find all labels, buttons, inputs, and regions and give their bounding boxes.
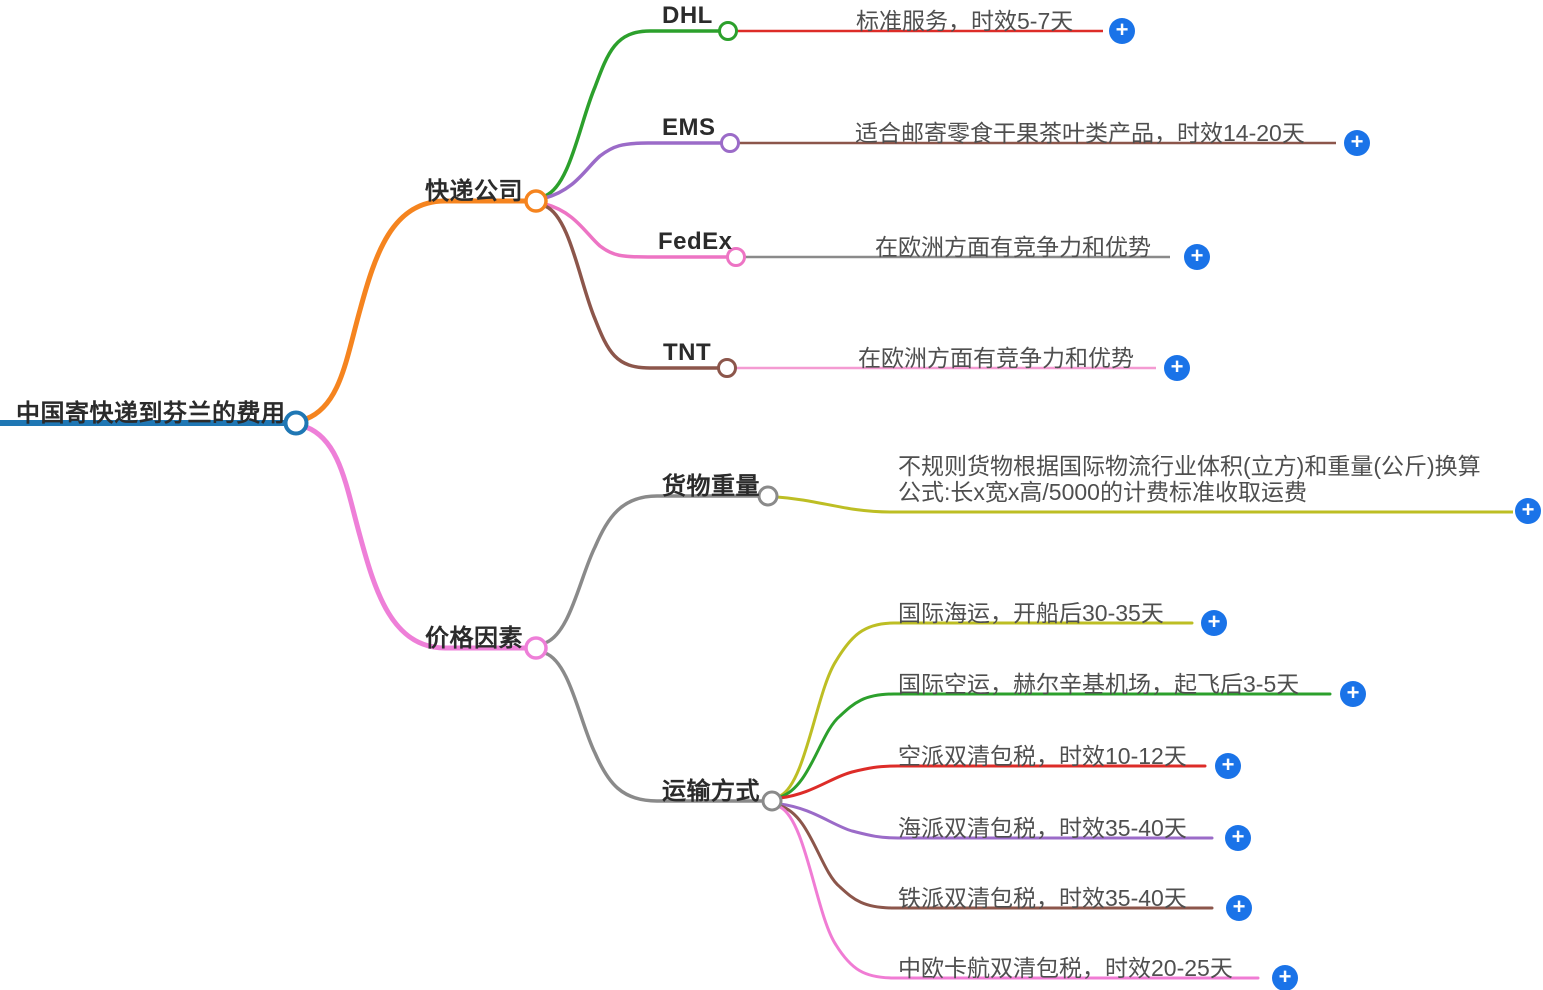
plus-icon: + bbox=[1221, 752, 1235, 777]
edge-transport-rail-ddp bbox=[778, 804, 1214, 910]
node-handle-price-factors[interactable] bbox=[524, 636, 548, 660]
leaf-sea-ddp[interactable]: 海派双清包税，时效35-40天 bbox=[898, 815, 1187, 841]
plus-icon: + bbox=[1521, 497, 1535, 522]
add-child-button-dhl-note[interactable]: + bbox=[1109, 18, 1135, 44]
add-child-button-sea-freight[interactable]: + bbox=[1201, 610, 1227, 636]
node-dhl[interactable]: DHL bbox=[662, 2, 713, 29]
leaf-sea-freight[interactable]: 国际海运，开船后30-35天 bbox=[898, 600, 1164, 626]
edge-couriers-dhl bbox=[543, 29, 721, 198]
edge-weight-note bbox=[776, 495, 1513, 514]
edge-price-transport bbox=[543, 651, 765, 803]
add-child-button-air-freight[interactable]: + bbox=[1340, 681, 1366, 707]
leaf-air-ddp[interactable]: 空派双清包税，时效10-12天 bbox=[898, 743, 1187, 769]
node-handle-root[interactable] bbox=[283, 410, 309, 436]
plus-icon: + bbox=[1207, 609, 1221, 634]
node-handle-ems[interactable] bbox=[720, 133, 740, 153]
leaf-rail-ddp[interactable]: 铁派双清包税，时效35-40天 bbox=[898, 885, 1187, 911]
node-price-factors[interactable]: 价格因素 bbox=[425, 625, 523, 652]
edge-transport-air bbox=[778, 692, 1332, 799]
node-handle-fedex[interactable] bbox=[726, 247, 746, 267]
plus-icon: + bbox=[1278, 964, 1292, 989]
node-weight[interactable]: 货物重量 bbox=[662, 473, 760, 500]
leaf-air-freight[interactable]: 国际空运，赫尔辛基机场，起飞后3-5天 bbox=[898, 671, 1300, 697]
edge-transport-air-ddp bbox=[778, 764, 1207, 800]
edge-couriers-fedex bbox=[543, 202, 729, 259]
edge-couriers-ems bbox=[543, 141, 723, 200]
node-fedex[interactable]: FedEx bbox=[658, 228, 733, 255]
node-handle-weight[interactable] bbox=[757, 485, 779, 507]
node-handle-dhl[interactable] bbox=[718, 21, 738, 41]
edge-root-price-factors bbox=[303, 424, 530, 651]
add-child-button-fedex-note[interactable]: + bbox=[1184, 244, 1210, 270]
add-child-button-sea-ddp[interactable]: + bbox=[1225, 825, 1251, 851]
plus-icon: + bbox=[1115, 17, 1129, 42]
leaf-ems-note[interactable]: 适合邮寄零食干果茶叶类产品，时效14-20天 bbox=[855, 120, 1305, 146]
edge-root-couriers bbox=[303, 198, 530, 422]
leaf-fedex-note[interactable]: 在欧洲方面有竞争力和优势 bbox=[875, 234, 1151, 260]
add-child-button-air-ddp[interactable]: + bbox=[1215, 753, 1241, 779]
edge-transport-sea bbox=[778, 621, 1194, 798]
leaf-truck-ddp[interactable]: 中欧卡航双清包税，时效20-25天 bbox=[898, 955, 1233, 981]
node-handle-tnt[interactable] bbox=[717, 358, 737, 378]
add-child-button-truck-ddp[interactable]: + bbox=[1272, 965, 1298, 990]
node-root[interactable]: 中国寄快递到芬兰的费用 bbox=[16, 400, 286, 427]
edge-price-weight bbox=[543, 494, 761, 645]
node-handle-transport[interactable] bbox=[761, 790, 783, 812]
plus-icon: + bbox=[1346, 680, 1360, 705]
add-child-button-ems-note[interactable]: + bbox=[1344, 130, 1370, 156]
node-ems[interactable]: EMS bbox=[662, 114, 716, 141]
plus-icon: + bbox=[1350, 129, 1364, 154]
plus-icon: + bbox=[1170, 354, 1184, 379]
plus-icon: + bbox=[1231, 824, 1245, 849]
plus-icon: + bbox=[1190, 243, 1204, 268]
add-child-button-weight-note[interactable]: + bbox=[1515, 498, 1541, 524]
edge-transport-sea-ddp bbox=[778, 802, 1214, 840]
node-transport[interactable]: 运输方式 bbox=[662, 778, 760, 805]
add-child-button-tnt-note[interactable]: + bbox=[1164, 355, 1190, 381]
leaf-weight-note[interactable]: 不规则货物根据国际物流行业体积(立方)和重量(公斤)换算公式:长x宽x高/500… bbox=[898, 453, 1481, 506]
leaf-tnt-note[interactable]: 在欧洲方面有竞争力和优势 bbox=[858, 345, 1134, 371]
edge-couriers-tnt bbox=[543, 204, 720, 370]
node-handle-couriers[interactable] bbox=[524, 189, 548, 213]
add-child-button-rail-ddp[interactable]: + bbox=[1226, 895, 1252, 921]
leaf-dhl-note[interactable]: 标准服务，时效5-7天 bbox=[856, 8, 1074, 34]
node-tnt[interactable]: TNT bbox=[663, 339, 712, 366]
edge-transport-truck-ddp bbox=[778, 805, 1260, 980]
plus-icon: + bbox=[1232, 894, 1246, 919]
node-couriers[interactable]: 快递公司 bbox=[425, 178, 523, 205]
